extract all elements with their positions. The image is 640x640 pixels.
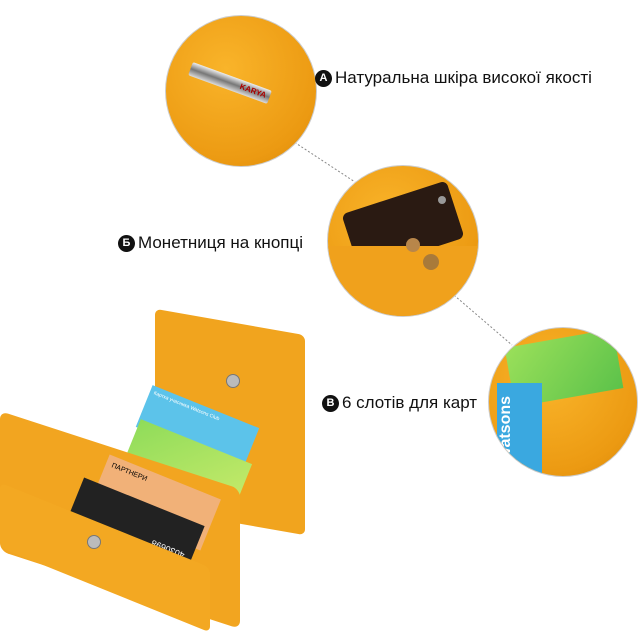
feature-text-c: 6 слотів для карт xyxy=(342,393,478,412)
coin xyxy=(406,238,420,252)
snap-button xyxy=(226,374,240,388)
feature-label-c: В 6 слотів для карт xyxy=(322,393,477,413)
feature-text-b: Монетниця на кнопці xyxy=(138,233,303,252)
feature-text-a: Натуральна шкіра високої якості xyxy=(335,68,592,87)
badge-a: А xyxy=(315,69,332,87)
badge-b: Б xyxy=(118,234,135,252)
badge-c: В xyxy=(322,394,339,412)
coin-pocket-closeup xyxy=(327,165,479,317)
snap-button xyxy=(87,535,101,549)
snap-button xyxy=(438,196,446,204)
feature-label-a: А Натуральна шкіра високої якості xyxy=(315,68,592,88)
leather-closeup: KARYA xyxy=(165,15,317,167)
watsons-card: watsons xyxy=(497,383,542,473)
logo-plate: KARYA xyxy=(188,62,272,104)
card-slots-closeup: watsons xyxy=(488,327,638,477)
feature-label-b: Б Монетниця на кнопці xyxy=(118,233,303,253)
coin xyxy=(423,254,439,270)
pocket-flap xyxy=(328,246,478,316)
